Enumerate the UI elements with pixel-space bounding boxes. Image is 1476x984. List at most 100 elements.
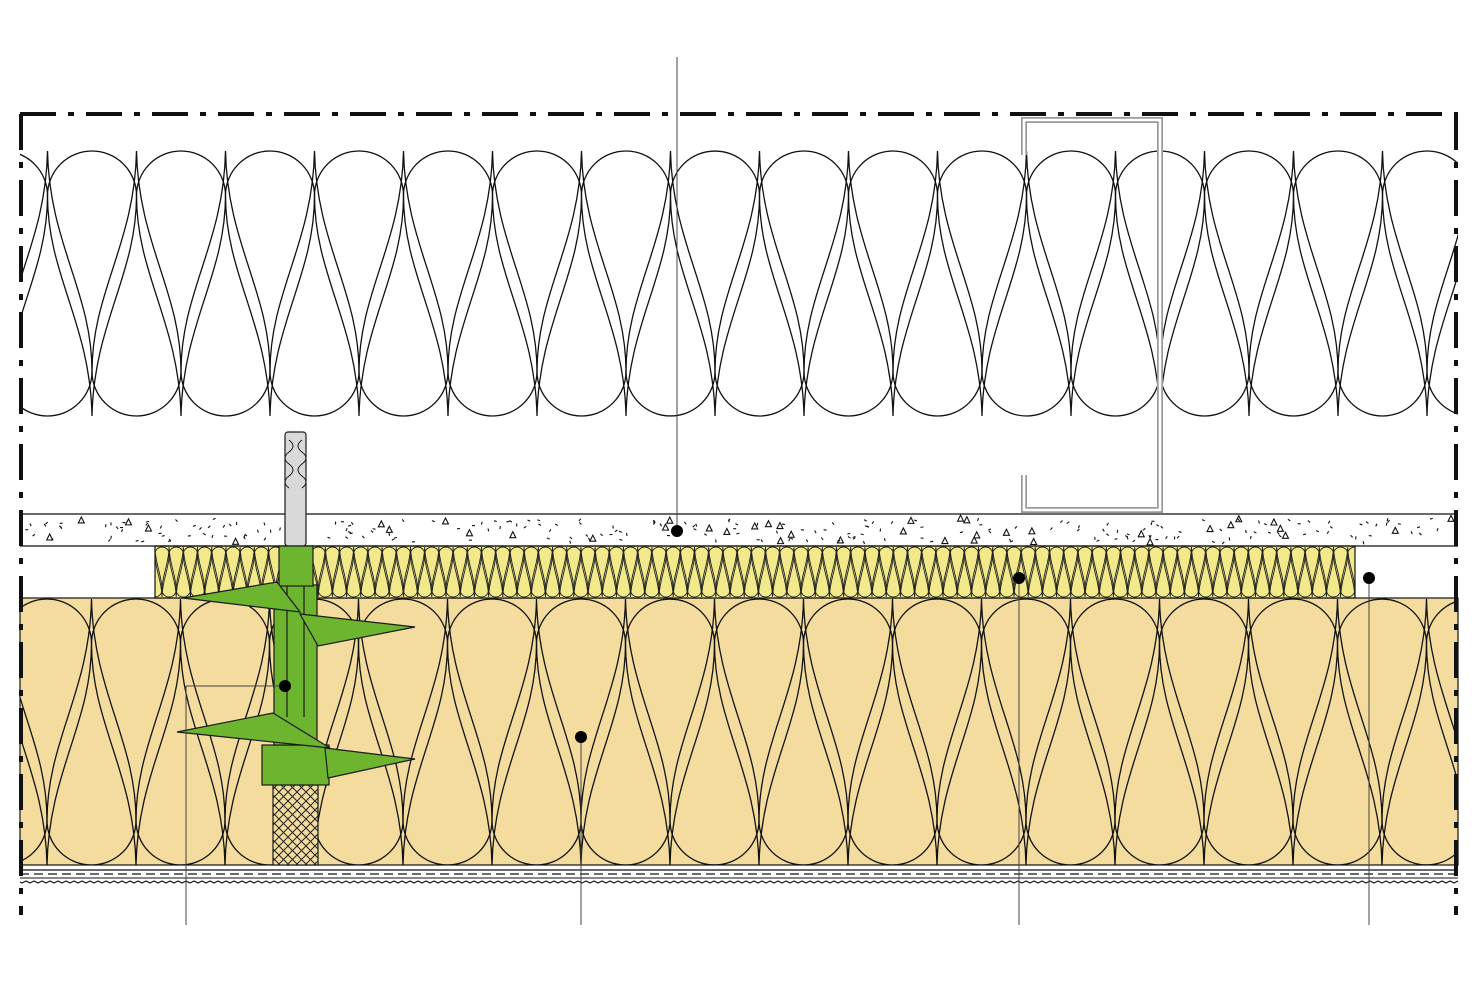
insulation-loop: [963, 546, 979, 598]
insulation-loop: [802, 598, 894, 865]
screed-aggregate: [124, 517, 133, 526]
screed-aggregate: [212, 517, 216, 521]
insulation-loop: [310, 546, 326, 598]
screed-aggregate: [972, 530, 981, 539]
screed-aggregate: [1410, 531, 1413, 535]
screed-aggregate: [776, 536, 785, 545]
screed-aggregate: [962, 515, 971, 524]
insulation-loop: [580, 546, 596, 598]
screed-aggregate: [401, 519, 405, 523]
screed-aggregate: [1219, 528, 1223, 532]
insulation-loop: [949, 546, 965, 598]
insulation-loop: [155, 546, 170, 598]
insulation-loop: [1292, 598, 1383, 865]
screed-aggregate: [705, 523, 714, 532]
screed-aggregate: [1114, 538, 1118, 540]
insulation-loop: [1025, 598, 1116, 865]
insulation-loop: [559, 546, 575, 598]
insulation-loop: [601, 546, 617, 598]
insulation-loop: [708, 546, 724, 598]
insulation-loop: [155, 546, 163, 598]
screed-aggregate: [135, 539, 139, 542]
insulation-loop: [1070, 150, 1161, 417]
screed-aggregate: [1397, 523, 1401, 525]
insulation-loop: [679, 546, 695, 598]
screed-aggregate: [1278, 534, 1282, 538]
screed-aggregate: [988, 528, 992, 531]
screed-aggregate: [508, 530, 517, 539]
screed-aggregate: [1201, 519, 1205, 522]
insulation-loop: [1333, 546, 1349, 598]
insulation-loop: [843, 546, 859, 598]
screed-aggregate: [578, 522, 582, 525]
insulation-loop: [46, 598, 137, 865]
screed-aggregate: [1234, 514, 1243, 523]
leader-dot-gap: [1363, 572, 1375, 584]
insulation-loop: [715, 546, 731, 598]
screed-aggregate: [1160, 525, 1164, 529]
insulation-loop: [447, 150, 538, 417]
insulation-loop: [1325, 546, 1342, 598]
insulation-loop: [313, 598, 404, 865]
screed-aggregate: [199, 526, 202, 530]
screed-aggregate: [538, 523, 542, 526]
insulation-loop: [1472, 151, 1476, 416]
screed-aggregate: [814, 530, 817, 534]
insulation-loop: [758, 150, 850, 417]
screed-aggregate: [465, 528, 474, 537]
insulation-loop: [339, 546, 355, 598]
insulation-loop: [395, 546, 411, 598]
insulation-loop: [367, 546, 383, 598]
insulation-loop: [46, 150, 138, 417]
insulation-loop: [155, 551, 156, 560]
insulation-loop: [358, 150, 449, 417]
insulation-loop: [722, 546, 738, 598]
screed-aggregate: [578, 518, 582, 522]
insulation-loop: [495, 546, 511, 598]
insulation-loop: [502, 546, 518, 598]
insulation-loop: [1292, 150, 1384, 417]
screed-aggregate: [1176, 535, 1180, 539]
screed-aggregate: [1077, 525, 1080, 529]
screed-aggregate: [263, 522, 266, 526]
screed-aggregate: [349, 532, 353, 535]
insulation-loop: [530, 546, 546, 598]
insulation-loop: [1114, 598, 1205, 865]
screed-aggregate: [907, 516, 915, 524]
insulation-loop: [850, 546, 866, 598]
insulation-loop: [694, 546, 710, 598]
insulation-loop: [1340, 546, 1355, 598]
screed-aggregate: [509, 520, 513, 523]
insulation-loop: [1183, 546, 1200, 598]
insulation-loop: [1112, 546, 1129, 598]
screed-aggregate: [487, 528, 490, 532]
screed-aggregate: [50, 538, 54, 542]
insulation-loop: [757, 546, 774, 598]
insulation-loop: [928, 546, 944, 598]
screed-aggregate: [775, 530, 778, 534]
screed-aggregate: [914, 519, 918, 522]
screed-aggregate: [327, 536, 331, 539]
insulation-loop: [669, 150, 761, 417]
insulation-loop: [381, 546, 397, 598]
insulation-loop: [1034, 546, 1050, 598]
insulation-loop: [1247, 598, 1339, 865]
insulation-loop: [1471, 599, 1476, 865]
screed-aggregate: [805, 539, 809, 543]
insulation-loop: [871, 546, 887, 598]
screed-aggregate: [1059, 520, 1063, 523]
insulation-loop: [1049, 546, 1065, 598]
insulation-loop: [1426, 233, 1458, 415]
screed-aggregate: [890, 520, 894, 525]
insulation-loop: [857, 546, 873, 598]
insulation-loop: [786, 546, 802, 598]
screed-aggregate: [956, 513, 965, 522]
insulation-loop: [615, 546, 632, 598]
screed-aggregate: [1066, 521, 1070, 524]
screed-aggregate: [1106, 533, 1110, 536]
screed-aggregate: [837, 539, 841, 542]
screed-aggregate: [146, 520, 150, 523]
screed-aggregate: [391, 538, 395, 541]
screed-aggregate: [441, 516, 450, 525]
insulation-loop: [891, 598, 983, 865]
